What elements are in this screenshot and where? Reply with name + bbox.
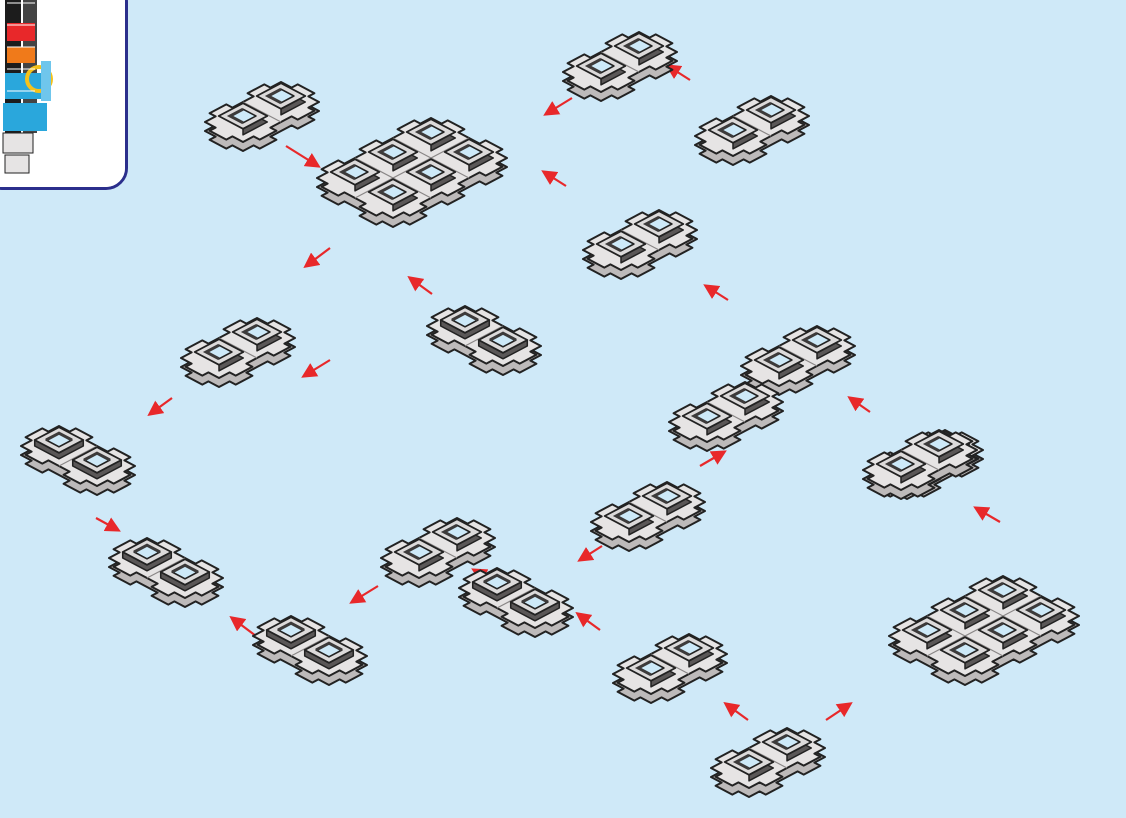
brick-piece-17 — [613, 634, 727, 703]
brick-piece-8 — [741, 326, 855, 395]
brick-piece-2 — [563, 32, 677, 101]
assembly-arrow-6 — [410, 278, 432, 294]
baseplate-piece-4 — [317, 118, 507, 227]
brick-piece-3 — [695, 96, 809, 165]
assembly-arrow-8 — [150, 398, 172, 414]
brick-piece-7 — [181, 318, 295, 387]
assembly-arrow-15 — [580, 546, 602, 560]
brick-piece-9 — [21, 426, 135, 495]
baseplate-piece-19 — [889, 576, 1079, 685]
assembly-arrow-4 — [544, 172, 566, 186]
reference-model-thumbnail — [0, 0, 128, 190]
assembly-arrow-1 — [286, 146, 318, 166]
brick-piece-16 — [253, 616, 367, 685]
assembly-arrow-5 — [306, 248, 330, 266]
assembly-arrow-14 — [352, 586, 378, 602]
assembly-arrow-18 — [976, 508, 1000, 522]
brick-piece-1 — [205, 82, 319, 151]
brick-piece-15 — [459, 568, 573, 637]
assembly-arrow-12 — [232, 618, 256, 636]
brick-piece-10 — [669, 382, 783, 451]
assembly-arrow-13 — [700, 452, 724, 466]
brick-piece-12 — [109, 538, 223, 607]
brick-piece-20 — [863, 430, 977, 499]
assembly-arrow-17 — [578, 614, 600, 630]
assembly-arrow-11 — [850, 398, 870, 412]
brick-piece-6 — [427, 306, 541, 375]
assembly-arrow-19 — [726, 704, 748, 720]
model-preview-icon — [0, 0, 128, 190]
assembly-arrow-9 — [96, 518, 118, 530]
brick-piece-13 — [591, 482, 705, 551]
assembly-arrow-21 — [304, 360, 330, 376]
brick-piece-5 — [583, 210, 697, 279]
assembly-arrow-2 — [546, 98, 572, 114]
assembly-arrow-7 — [706, 286, 728, 300]
brick-piece-18 — [711, 728, 825, 797]
assembly-arrow-20 — [826, 704, 850, 720]
